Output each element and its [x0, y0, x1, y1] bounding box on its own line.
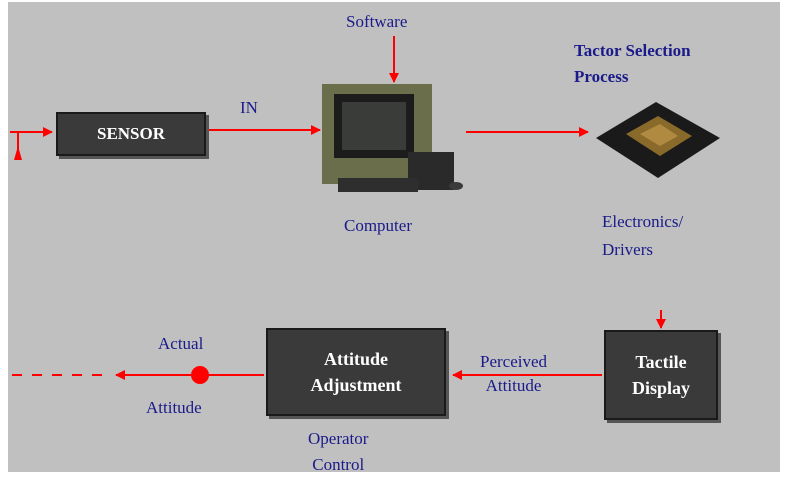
electronics-label: Electronics/ Drivers [602, 208, 683, 264]
tactile-label-line1: Tactile [635, 352, 687, 372]
perceived-line2: Attitude [485, 376, 542, 395]
attitude-label-line1: Attitude [324, 349, 388, 369]
computer-label: Computer [344, 216, 412, 235]
connector-layer [10, 36, 720, 384]
attitude-output-label: Attitude [146, 398, 202, 417]
tactor-line2: Process [574, 67, 629, 86]
tactile-label-line2: Display [631, 378, 691, 398]
in-label: IN [240, 98, 258, 117]
electronics-line2: Drivers [602, 240, 653, 259]
tactor-line1: Tactor Selection [574, 41, 691, 60]
chip-icon [596, 102, 720, 178]
perceived-line1: Perceived [480, 352, 548, 371]
diagram-canvas: SENSOR Attitude Adjustment Tactile Displ… [8, 2, 780, 474]
computer-icon [322, 84, 463, 192]
attitude-adjustment-box: Attitude Adjustment [266, 328, 446, 416]
electronics-line1: Electronics/ [602, 212, 684, 231]
arrow-up-left [14, 146, 22, 160]
operator-line1: Operator [308, 429, 369, 448]
perceived-attitude-label: Perceived Attitude [480, 350, 547, 398]
sensor-box: SENSOR [56, 112, 206, 156]
tactile-display-box: Tactile Display [604, 330, 718, 420]
tactor-selection-label: Tactor Selection Process [574, 38, 691, 90]
junction-dot [191, 366, 209, 384]
attitude-label-line2: Adjustment [310, 375, 402, 395]
sensor-label: SENSOR [96, 124, 166, 143]
actual-label: Actual [158, 334, 204, 353]
software-label: Software [346, 12, 408, 31]
operator-control-label: Operator Control [308, 426, 368, 478]
operator-line2: Control [312, 455, 365, 474]
